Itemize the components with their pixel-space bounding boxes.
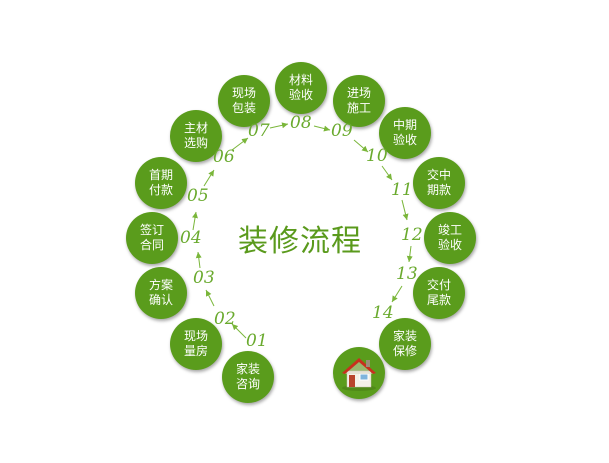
arrow-11-12: [401, 199, 409, 221]
step-01-label: 家装 咨询: [235, 362, 260, 391]
step-07-label: 现场 包装: [231, 86, 256, 115]
step-14-number: 14: [372, 303, 394, 323]
house-circle: [333, 347, 385, 399]
step-01-circle: 家装 咨询: [222, 351, 274, 403]
step-12-circle: 竣工 验收: [424, 212, 476, 264]
step-08-label: 材料 验收: [288, 73, 313, 102]
step-09-number: 09: [331, 121, 353, 141]
step-11-number: 11: [391, 180, 413, 200]
step-13-label: 交付 尾款: [426, 278, 451, 307]
step-02-label: 现场 量房: [183, 329, 208, 358]
arrow-08-09: [313, 125, 331, 132]
house-icon: [342, 358, 376, 391]
step-12-number: 12: [401, 225, 423, 245]
step-14-circle: 家装 保修: [379, 318, 431, 370]
arrow-01-02: [231, 323, 247, 339]
step-05-number: 05: [187, 186, 209, 206]
step-14-label: 家装 保修: [392, 329, 417, 358]
arrow-02-03: [205, 289, 215, 307]
step-11-label: 交中 期款: [426, 168, 451, 197]
step-02-circle: 现场 量房: [170, 318, 222, 370]
step-03-label: 方案 确认: [148, 278, 173, 307]
arrow-12-13: [406, 245, 413, 263]
step-05-circle: 首期 付款: [135, 157, 187, 209]
step-05-label: 首期 付款: [148, 168, 173, 197]
arrow-04-05: [192, 211, 198, 231]
step-10-number: 10: [366, 146, 388, 166]
arrow-10-11: [381, 165, 393, 181]
step-08-circle: 材料 验收: [275, 62, 327, 114]
step-07-number: 07: [248, 121, 270, 141]
step-06-circle: 主材 选购: [170, 110, 222, 162]
step-13-number: 13: [396, 264, 418, 284]
arrow-09-10: [353, 139, 369, 153]
step-09-circle: 进场 施工: [333, 75, 385, 127]
step-04-circle: 签订 合同: [126, 212, 178, 264]
step-11-circle: 交中 期款: [413, 157, 465, 209]
step-06-number: 06: [213, 147, 235, 167]
step-02-number: 02: [214, 309, 236, 329]
step-04-number: 04: [180, 228, 202, 248]
step-04-label: 签订 合同: [139, 223, 164, 252]
step-13-circle: 交付 尾款: [413, 267, 465, 319]
step-10-circle: 中期 验收: [379, 107, 431, 159]
step-03-circle: 方案 确认: [135, 267, 187, 319]
step-12-label: 竣工 验收: [437, 223, 462, 252]
step-03-number: 03: [193, 268, 215, 288]
step-08-number: 08: [290, 113, 312, 133]
arrow-13-14: [391, 285, 403, 303]
arrow-05-06: [203, 169, 215, 187]
diagram-title: 装修流程: [238, 224, 362, 259]
step-01-number: 01: [246, 331, 268, 351]
step-10-label: 中期 验收: [392, 118, 417, 147]
arrow-07-08: [269, 122, 289, 129]
step-07-circle: 现场 包装: [218, 75, 270, 127]
arrow-06-07: [231, 137, 249, 151]
arrow-03-04: [195, 251, 202, 269]
step-06-label: 主材 选购: [183, 121, 208, 150]
step-09-label: 进场 施工: [346, 86, 371, 115]
arrow-layer: [192, 122, 413, 339]
